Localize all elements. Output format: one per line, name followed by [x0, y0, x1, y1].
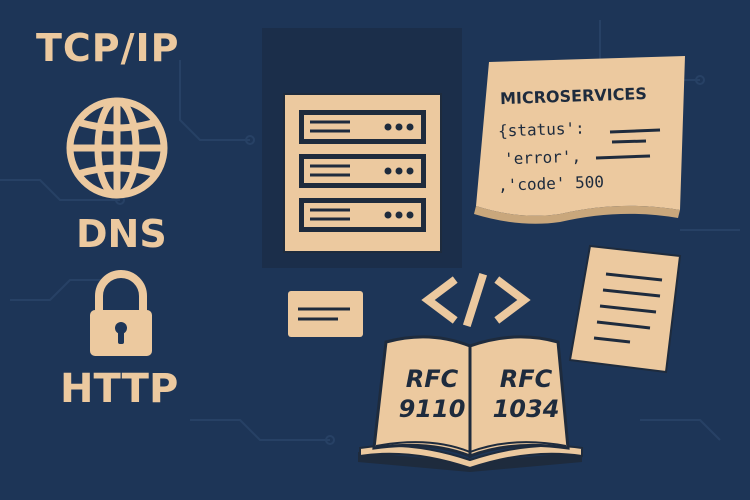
label-tcp-ip: TCP/IP — [36, 26, 180, 70]
label-http: HTTP — [60, 366, 179, 412]
open-book-icon — [358, 335, 583, 472]
document-icon — [568, 244, 682, 374]
code-line-status: {status': — [497, 118, 586, 141]
rfc-left-title: RFC — [405, 365, 459, 393]
server-unit — [299, 110, 426, 144]
server-rack-icon — [262, 28, 462, 268]
globe-icon — [66, 97, 168, 199]
code-brackets-icon — [421, 272, 531, 328]
rfc-left-number: 9110 — [398, 395, 466, 423]
padlock-icon — [90, 270, 152, 356]
book-right-page: RFC 1034 — [486, 364, 566, 424]
label-dns: DNS — [76, 212, 167, 256]
book-left-page: RFC 9110 — [392, 364, 472, 424]
rfc-right-title: RFC — [499, 365, 553, 393]
server-unit — [299, 198, 426, 232]
card-icon — [288, 291, 363, 337]
rfc-right-number: 1034 — [492, 395, 560, 423]
code-line-error: 'error', — [503, 146, 582, 169]
note-paper — [474, 56, 685, 224]
server-unit — [299, 154, 426, 188]
code-line-code: ,'code' 500 — [497, 172, 605, 195]
